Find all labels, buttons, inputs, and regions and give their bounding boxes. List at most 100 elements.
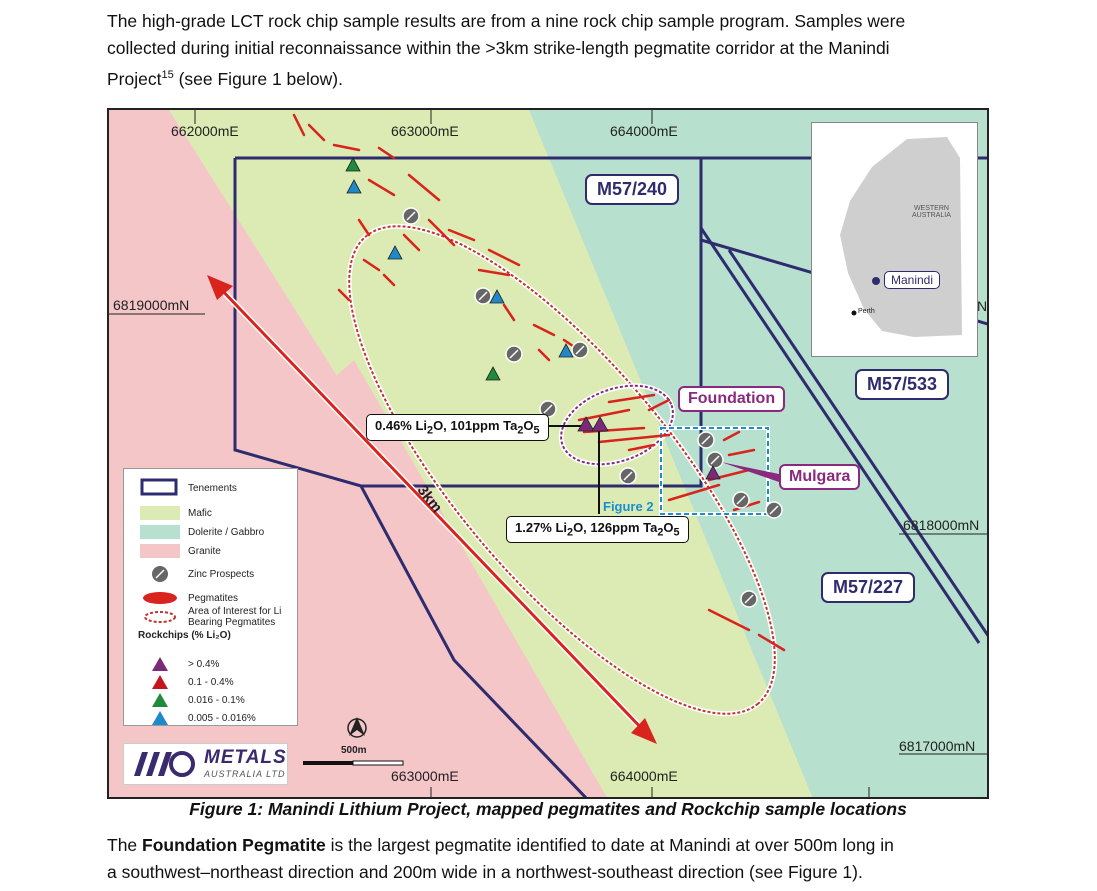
- western-australia-shape: [840, 137, 962, 337]
- rockchip-high[interactable]: [577, 416, 595, 432]
- tenement-label-m57-227[interactable]: M57/227: [821, 572, 916, 603]
- mulgara-pegmatites-north[interactable]: [722, 430, 756, 457]
- metals-australia-logo: METALS AUSTRALIA LTD: [123, 743, 288, 785]
- grid-label-663000e: 663000mE: [391, 123, 459, 139]
- foundation-pegmatite-outer[interactable]: [627, 398, 671, 452]
- legend-granite-swatch: [140, 544, 180, 558]
- north-arrow-ring: [347, 718, 367, 738]
- result-sub: 2: [427, 424, 434, 437]
- zinc-prospect-marks: [406, 211, 779, 604]
- pegmatite-cluster-a[interactable]: [367, 173, 456, 252]
- legend-pegmatite-swatch: [143, 592, 177, 604]
- tenement-label-m57-240[interactable]: M57/240: [585, 174, 680, 205]
- pegmatite-north[interactable]: [292, 113, 396, 160]
- perth-dot: [851, 310, 857, 316]
- foundation-line-1-end: is the largest pegmatite identified to d…: [325, 835, 894, 855]
- legend-tenements: Tenements: [188, 483, 237, 494]
- inset-state-label: WESTERN AUSTRALIA: [912, 205, 951, 219]
- legend-swatches: [140, 478, 180, 725]
- rockchip-very-low[interactable]: [387, 245, 403, 260]
- grid-label-6819000n: 6819000mN: [113, 297, 190, 313]
- grid-label-6818000n: 6818000mN: [903, 517, 980, 533]
- legend-pegmatites: Pegmatites: [188, 593, 239, 604]
- result-text: 0.46% Li: [375, 418, 428, 433]
- figure-caption: Figure 1: Manindi Lithium Project, mappe…: [189, 799, 907, 819]
- logo-name: METALS: [204, 747, 287, 768]
- pegmatite-south[interactable]: [707, 608, 786, 652]
- grid-label-662000e: 662000mE: [171, 123, 239, 139]
- north-arrow-icon: [349, 717, 365, 736]
- grid-ticks: [109, 110, 987, 797]
- intro-line-3-tail: (see Figure 1 below).: [173, 68, 343, 89]
- result-label-127: 1.27% Li2O, 126ppm Ta2O5: [506, 516, 689, 543]
- result-label-046: 0.46% Li2O, 101ppm Ta2O5: [366, 414, 549, 441]
- prospect-label-foundation[interactable]: Foundation: [678, 386, 786, 412]
- legend-rockchip-very-low: 0.005 - 0.016%: [188, 713, 256, 724]
- intro-line-2: collected during initial reconnaissance …: [107, 38, 890, 58]
- area-of-interest-ellipse[interactable]: [283, 167, 841, 773]
- scale-label: 500m: [341, 745, 367, 756]
- rockchips: [345, 157, 721, 480]
- inset-manindi-label[interactable]: Manindi: [884, 271, 941, 289]
- arrow-head-north: [207, 275, 233, 300]
- result-text: O: [663, 520, 674, 535]
- pegmatites: [292, 113, 786, 652]
- prospect-label-mulgara[interactable]: Mulgara: [779, 464, 861, 490]
- grid-label-664000e-bottom: 664000mE: [610, 768, 678, 784]
- foundation-ellipse[interactable]: [550, 371, 684, 478]
- foundation-line-1-start: The: [107, 835, 143, 855]
- foundation-line-1: The Foundation Pegmatite is the largest …: [107, 832, 987, 859]
- 3km-arrow: [207, 275, 657, 744]
- figure-1-map: 662000mE 663000mE 664000mE 663000mE 6640…: [107, 108, 989, 799]
- figure-2-label[interactable]: Figure 2: [603, 499, 654, 514]
- result-text: O, 101ppm Ta: [433, 418, 518, 433]
- dolerite-east: [809, 441, 987, 797]
- pegmatite-cluster-d[interactable]: [502, 303, 581, 362]
- legend-zinc: Zinc Prospects: [188, 569, 255, 580]
- foundation-pegmatite-term: Foundation Pegmatite: [142, 835, 326, 855]
- tenement-label-m57-533[interactable]: M57/533: [855, 369, 950, 400]
- tenement-m57-227-east-boundary[interactable]: [727, 249, 989, 640]
- result-sub: 2: [657, 526, 664, 539]
- inset-state-line-1: WESTERN: [913, 205, 949, 212]
- rockchip-high[interactable]: [591, 416, 609, 432]
- rockchip-high[interactable]: [705, 465, 721, 480]
- legend-dolerite-swatch: [140, 525, 180, 539]
- map-legend: Tenements Mafic Dolerite / Gabbro Granit…: [123, 468, 298, 726]
- wa-outline: [840, 137, 962, 337]
- result-text: O: [523, 418, 534, 433]
- intro-line-3-text: Project: [107, 68, 162, 89]
- result-text: O, 126ppm Ta: [573, 520, 658, 535]
- location-inset-map: WESTERN AUSTRALIA Manindi Perth: [811, 122, 978, 357]
- footnote-ref[interactable]: 15: [161, 69, 174, 81]
- legend-aoi-swatch: [144, 611, 176, 623]
- result-text: 1.27% Li: [515, 520, 568, 535]
- intro-line-1: The high-grade LCT rock chip sample resu…: [107, 11, 906, 31]
- legend-mafic-swatch: [140, 506, 180, 520]
- foundation-pegmatite[interactable]: [577, 393, 671, 444]
- legend-granite: Granite: [188, 546, 221, 557]
- rockchip-very-low[interactable]: [558, 343, 574, 358]
- rockchip-low[interactable]: [485, 366, 501, 381]
- result-sub: 2: [517, 424, 524, 437]
- pegmatite-cluster-c[interactable]: [337, 218, 396, 302]
- grid-label-6817000n: 6817000mN: [899, 738, 976, 754]
- legend-rockchip-high: > 0.4%: [188, 659, 220, 670]
- grid-label-n-edge: N: [977, 298, 988, 314]
- legend-aoi-line-2: Bearing Pegmatites: [188, 617, 276, 628]
- inset-perth-label: Perth: [858, 308, 875, 315]
- manindi-marker: [872, 277, 880, 285]
- grid-label-663000e-bottom: 663000mE: [391, 768, 459, 784]
- pegmatite-cluster-b[interactable]: [362, 228, 521, 277]
- rockchip-very-low[interactable]: [346, 179, 362, 194]
- result-sub: 5: [533, 424, 540, 437]
- rockchip-low[interactable]: [345, 157, 361, 172]
- legend-triangle-high: [152, 657, 168, 671]
- tenement-m57-533-west-boundary[interactable]: [699, 227, 981, 644]
- legend-rockchip-low: 0.016 - 0.1%: [188, 695, 245, 706]
- scale-bar: [303, 717, 404, 766]
- rockchip-very-low[interactable]: [489, 289, 505, 304]
- granite-wedge: [309, 360, 607, 797]
- tenement-m57-227-west-boundary[interactable]: [359, 485, 589, 799]
- legend-triangle-mid: [152, 675, 168, 689]
